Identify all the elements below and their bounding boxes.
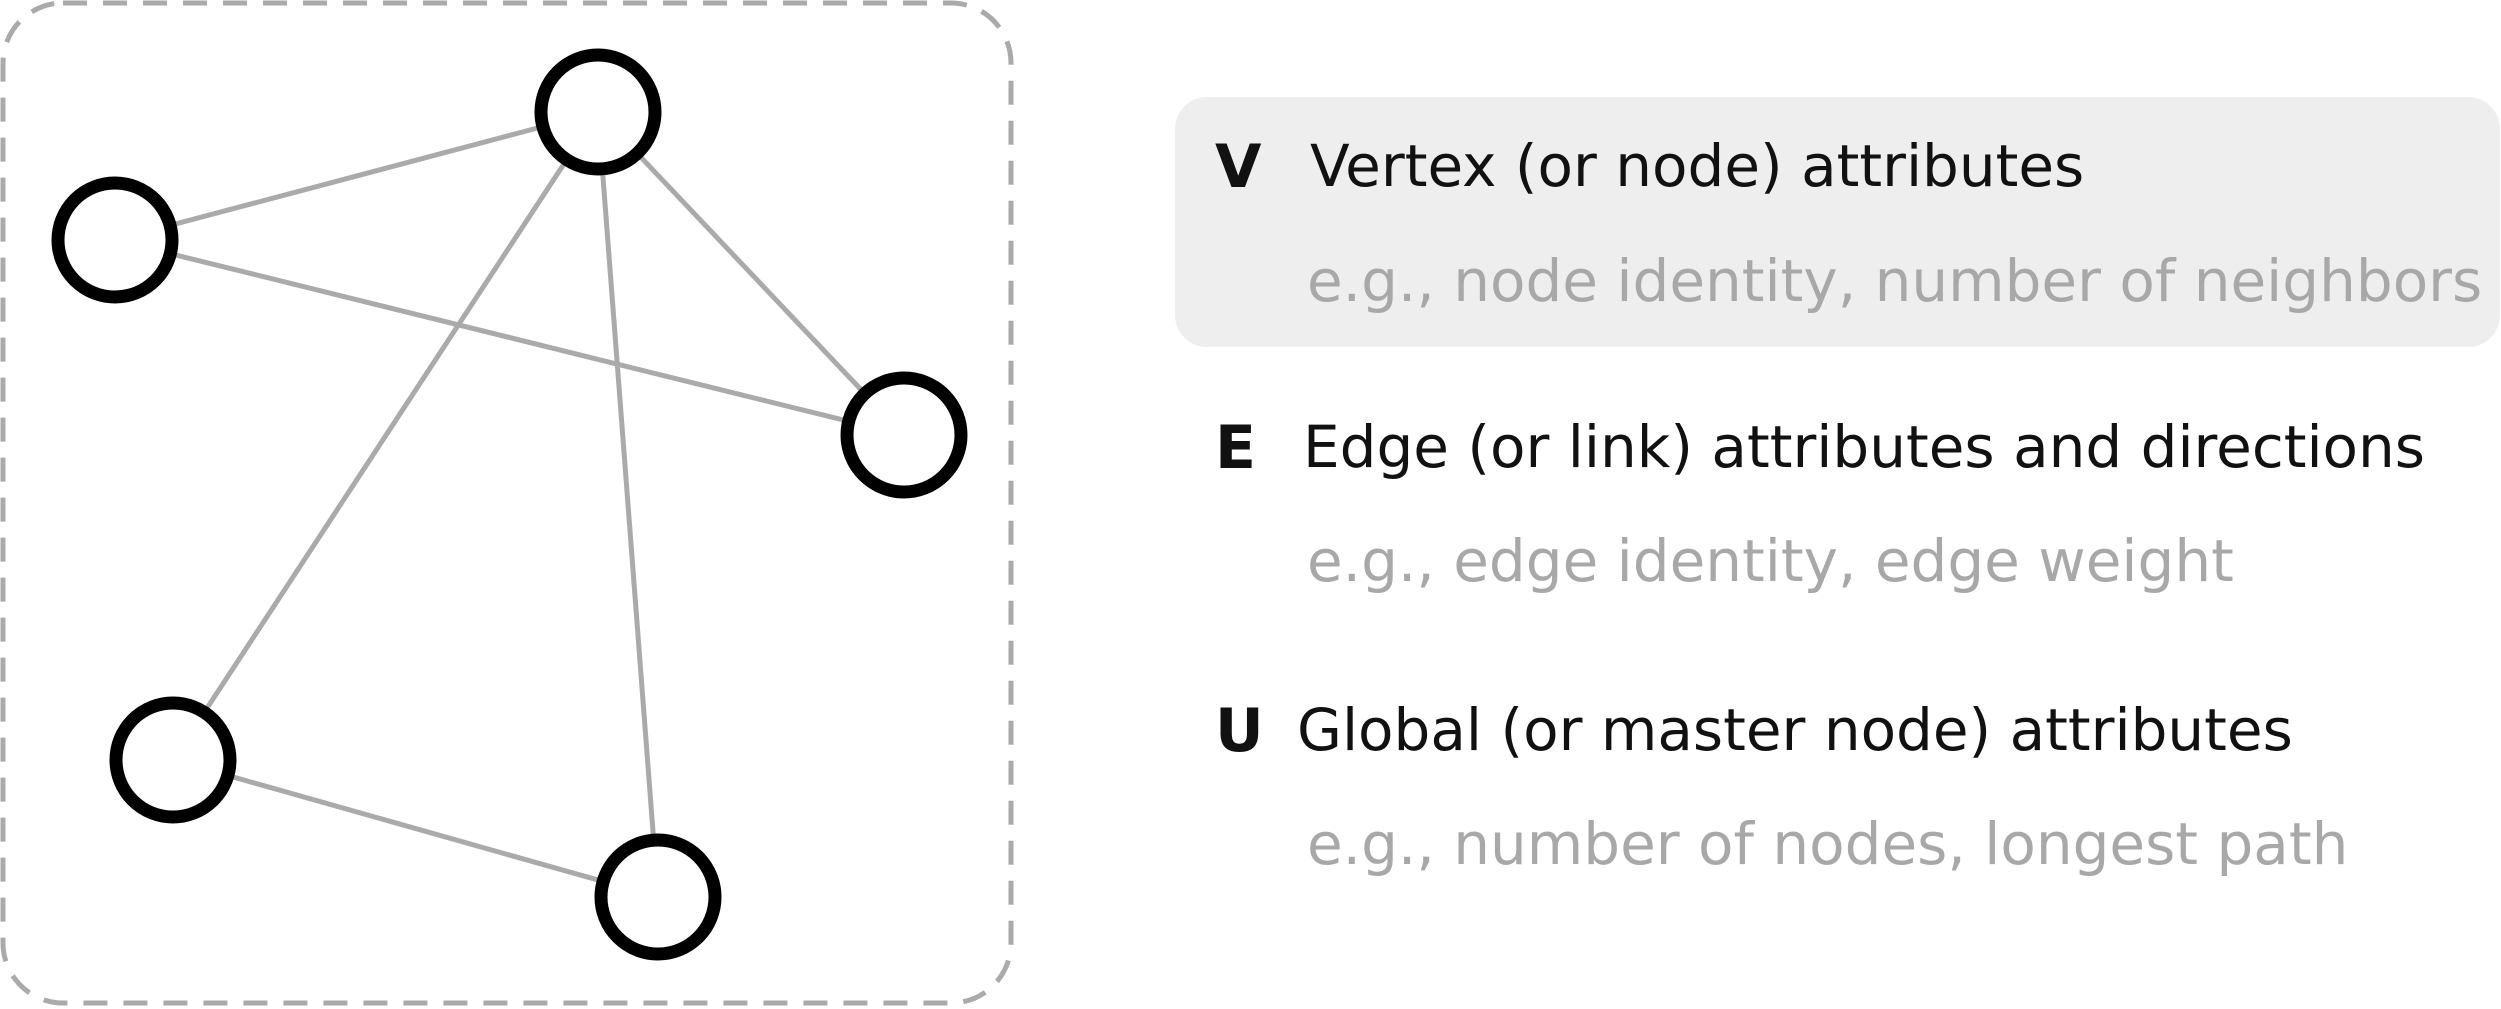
legend-title-global: Global (or master node) attributes (1297, 696, 2293, 764)
legend-example-vertex: e.g., node identity, number of neighbors (1307, 247, 2483, 315)
graph-frame (0, 0, 1014, 1006)
legend-letter-edge: E (1215, 413, 1256, 483)
node-layer (51, 48, 968, 961)
legend-title-edge: Edge (or link) attributes and directions (1303, 413, 2426, 481)
edge-n-top-n-right (636, 153, 866, 394)
graph-diagram (0, 0, 1014, 1006)
node-left (51, 176, 179, 304)
legend-example-edge: e.g., edge identity, edge weight (1307, 527, 2234, 595)
legend-item-edge: E Edge (or link) attributes and directio… (1175, 380, 2500, 630)
edge-n-top-n-bottom-right (600, 170, 656, 839)
legend-letter-global: U (1215, 696, 1264, 766)
node-right (840, 371, 968, 499)
legend-example-global: e.g., number of nodes, longest path (1307, 810, 2349, 878)
edge-n-bottom-left-n-bottom-right (229, 773, 602, 884)
node-bottom-right (594, 833, 722, 961)
legend-item-global: U Global (or master node) attributes e.g… (1175, 663, 2500, 913)
edge-n-top-n-left (171, 124, 542, 228)
edge-n-top-n-bottom-left (203, 159, 568, 713)
legend-title-vertex: Vertex (or node) attributes (1310, 132, 2085, 200)
edge-layer (171, 124, 866, 884)
legend-item-vertex: V Vertex (or node) attributes e.g., node… (1175, 97, 2500, 347)
node-bottom-left (109, 696, 237, 824)
legend-letter-vertex: V (1215, 132, 1262, 202)
edge-n-left-n-right (171, 251, 848, 424)
node-top (534, 48, 662, 176)
graph-panel (0, 0, 1020, 1009)
